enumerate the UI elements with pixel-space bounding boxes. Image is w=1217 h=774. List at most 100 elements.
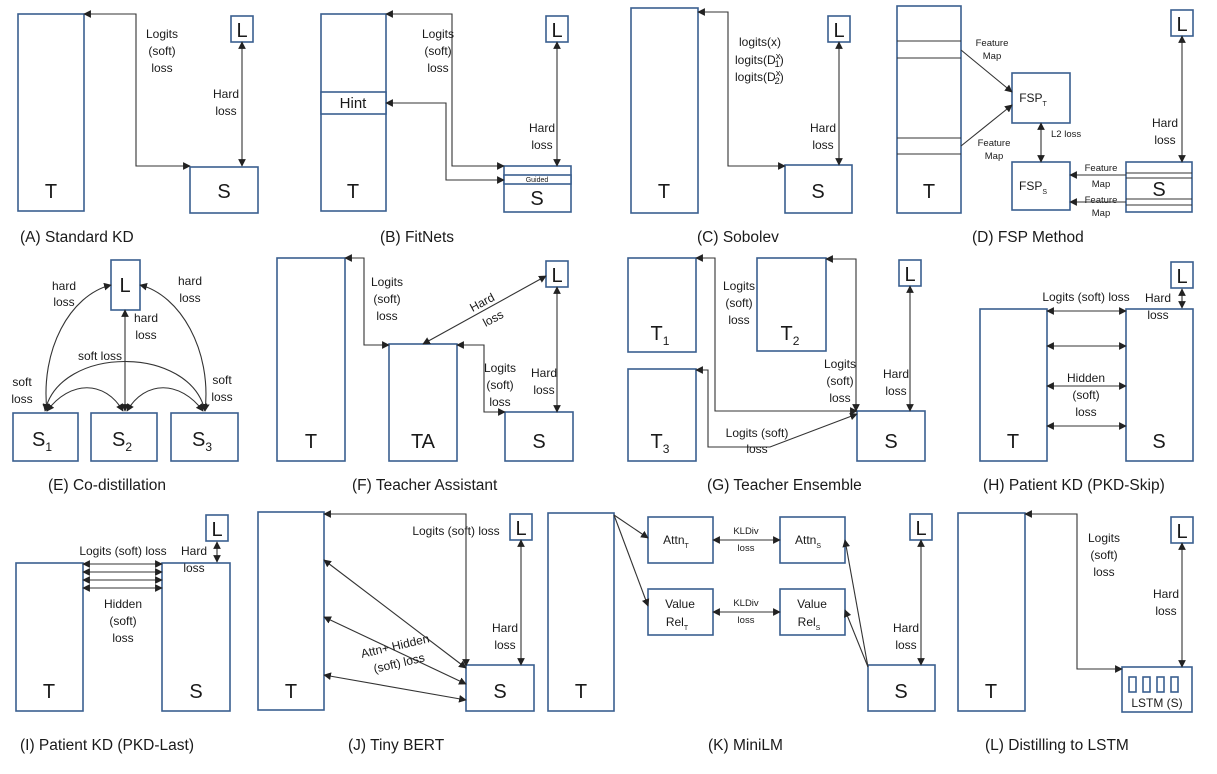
attn-student-label: AttnS — [795, 533, 821, 550]
panel-f: T TA S L Logits (soft) loss Hard loss Lo… — [276, 254, 574, 494]
hard-loss-text: Hard — [810, 121, 836, 135]
feature-map-text: Feature — [1085, 163, 1118, 174]
label-box — [205, 514, 229, 542]
student-box — [1125, 308, 1194, 462]
student-box — [1125, 161, 1193, 213]
panel-j: T S L Logits (soft) loss Attn+ Hidden (s… — [257, 510, 535, 754]
soft-loss-arrow — [344, 254, 390, 349]
label-l: L — [211, 519, 222, 541]
soft-loss-arrow-t2 — [825, 255, 860, 412]
teacher-1-box — [627, 257, 697, 353]
panel-d: T FSPT FSPS S L Feature Map Feature Map … — [896, 5, 1194, 246]
hard-loss-text: Hard — [213, 87, 239, 101]
hidden-loss-text: Hidden — [1067, 371, 1105, 385]
student-label: S — [189, 681, 202, 703]
soft-loss-text: Logits — [723, 279, 755, 293]
logits-loss-text: Logits (soft) loss — [79, 544, 166, 558]
hint-label: Hint — [340, 95, 368, 112]
teacher-box — [957, 512, 1026, 712]
kldiv-loss-text: loss — [738, 615, 755, 626]
caption-h: (H) Patient KD (PKD-Skip) — [983, 477, 1165, 494]
kldiv-loss-text: KLDiv — [733, 598, 759, 609]
feature-map-arrow — [960, 104, 1013, 147]
hard-loss-text: Hard — [181, 544, 207, 558]
soft-loss-text: Logits — [146, 27, 178, 41]
student-attn-arrow — [842, 539, 869, 668]
label-l: L — [1176, 14, 1187, 36]
teacher-assistant-label: TA — [411, 431, 436, 453]
student-label: S — [1152, 179, 1165, 201]
hidden-loss-text: (soft) — [109, 614, 136, 628]
soft-loss-text: loss — [11, 392, 32, 406]
feature-map-text: Map — [1092, 179, 1110, 190]
label-l: L — [515, 518, 526, 540]
teacher-box — [630, 7, 699, 214]
soft-loss-text: loss — [728, 313, 749, 327]
teacher-label: T — [575, 681, 587, 703]
soft-loss-text: soft loss — [78, 349, 122, 363]
teacher-label: T — [285, 681, 297, 703]
student-label: S — [493, 681, 506, 703]
kldiv-loss-text: loss — [738, 543, 755, 554]
soft-loss-text: loss — [1093, 565, 1114, 579]
teacher-box — [17, 13, 85, 212]
caption-b: (B) FitNets — [380, 229, 454, 246]
teacher-3-label: T3 — [651, 431, 670, 456]
hard-loss-text: loss — [135, 328, 156, 342]
student-box — [784, 164, 853, 214]
hard-loss-text: loss — [1155, 604, 1176, 618]
feature-map-text: Feature — [1085, 195, 1118, 206]
label-box — [1170, 261, 1194, 289]
hard-loss-text: loss — [885, 384, 906, 398]
value-rel-teacher-label: RelT — [666, 615, 689, 632]
hard-loss-text: loss — [812, 138, 833, 152]
teacher-box — [979, 308, 1048, 462]
hard-loss-text: hard — [52, 279, 76, 293]
hard-loss-arrow — [139, 282, 210, 412]
soft-loss-arrow — [1024, 510, 1123, 673]
attn-arrow — [613, 514, 649, 539]
fsp-student-box — [1011, 161, 1071, 211]
student-box — [867, 664, 936, 712]
hint-arrow — [385, 99, 505, 184]
panel-a: T S L Logits (soft) loss Hard loss (A) S… — [17, 10, 259, 246]
soft-loss-arrow — [126, 387, 204, 412]
value-rel-teacher-label: Value — [665, 597, 695, 611]
value-rel-student-label: Value — [797, 597, 827, 611]
teacher-3-box — [627, 368, 697, 462]
soft-loss-text: loss — [746, 442, 767, 456]
caption-d: (D) FSP Method — [972, 229, 1084, 246]
soft-loss-text: Logits — [824, 357, 856, 371]
feature-map-text: Map — [983, 51, 1001, 62]
hidden-loss-text: Hidden — [104, 597, 142, 611]
feature-map-text: Map — [985, 151, 1003, 162]
student-label: S — [532, 431, 545, 453]
student-1-label: S1 — [32, 429, 52, 454]
logits-loss-text: Logits (soft) loss — [1042, 290, 1129, 304]
teacher-1-label: T1 — [651, 323, 670, 348]
student-label: S — [811, 181, 824, 203]
soft-loss-arrow — [83, 10, 191, 170]
caption-f: (F) Teacher Assistant — [352, 477, 498, 494]
teacher-label: T — [985, 681, 997, 703]
soft-loss-text: (soft) — [1090, 548, 1117, 562]
student-label: S — [1152, 431, 1165, 453]
soft-loss-text: soft — [212, 373, 232, 387]
logits-loss-text: Logits (soft) loss — [412, 524, 499, 538]
hidden-loss-text: loss — [112, 631, 133, 645]
fsp-student-label: FSPS — [1019, 179, 1047, 196]
student-box — [161, 562, 231, 712]
teacher-label: T — [305, 431, 317, 453]
student-box — [503, 165, 572, 213]
teacher-box — [276, 257, 346, 462]
fsp-teacher-label: FSPT — [1019, 91, 1047, 108]
hard-loss-text: loss — [531, 138, 552, 152]
feature-map-arrow — [960, 49, 1013, 93]
attn-hidden-arrow — [323, 672, 467, 703]
student-label: S — [530, 188, 543, 210]
guided-label: Guided — [526, 177, 549, 184]
student-box — [504, 411, 574, 462]
soft-loss-text: (soft) — [725, 296, 752, 310]
